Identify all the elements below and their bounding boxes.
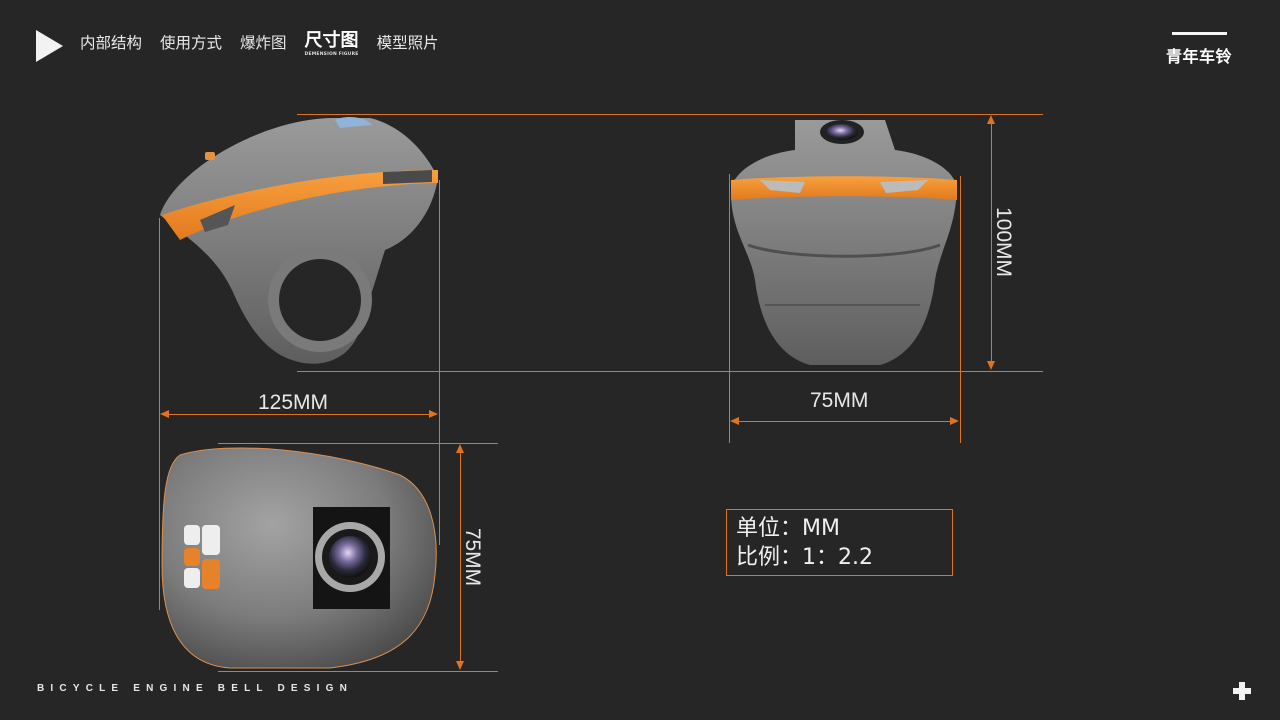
dim-line-top-horizontal: [297, 114, 1043, 115]
dim-label-top-height: 75MM: [461, 527, 484, 587]
dim-arrow-75mm-top: [460, 446, 461, 668]
unit-scale-box: 单位：MM 比例：1：2.2: [726, 509, 953, 576]
nav-item-model-photos[interactable]: 模型照片: [376, 34, 439, 52]
dim-line-base-horizontal: [297, 371, 1043, 372]
dim-label-front-height: 100MM: [992, 206, 1015, 278]
dim-line-front-left: [729, 174, 730, 443]
dim-line-side-left: [159, 218, 160, 610]
footer-tagline: BICYCLE ENGINE BELL DESIGN: [37, 683, 354, 694]
nav-item-dimension-subtitle: DEMENSION FIGURE: [304, 52, 359, 57]
dim-line-top-view-bottom: [218, 671, 498, 672]
nav-item-usage[interactable]: 使用方式: [160, 34, 223, 52]
dim-line-top-view-top: [218, 443, 498, 444]
nav-item-exploded-view[interactable]: 爆炸图: [240, 34, 287, 52]
dim-arrow-75mm-front: [732, 421, 957, 422]
nav-item-internal-structure[interactable]: 内部结构: [80, 34, 143, 52]
play-icon[interactable]: [36, 30, 63, 62]
brand-title: 青年车铃: [1166, 47, 1233, 66]
brand-divider: [1172, 32, 1227, 35]
nav-item-dimension-label: 尺寸图: [304, 30, 359, 51]
dim-arrow-100mm: [991, 117, 992, 368]
top-view-drawing: [161, 447, 437, 669]
dim-line-side-right: [439, 180, 440, 545]
plus-icon[interactable]: [1233, 682, 1251, 700]
unit-label: 单位：MM: [736, 516, 840, 541]
dim-line-front-right: [960, 176, 961, 443]
nav-item-dimension-figure[interactable]: 尺寸图 DEMENSION FIGURE: [305, 31, 359, 58]
top-nav: 内部结构 使用方式 爆炸图 尺寸图 DEMENSION FIGURE 模型照片: [80, 31, 457, 58]
dim-label-front-width: 75MM: [810, 389, 869, 412]
control-buttons: [184, 525, 220, 589]
scale-label: 比例：1：2.2: [736, 545, 873, 570]
dim-label-side-width: 125MM: [258, 391, 329, 414]
dim-arrow-125mm: [162, 414, 436, 415]
side-view-drawing: [160, 117, 438, 364]
front-view-drawing: [730, 120, 958, 365]
